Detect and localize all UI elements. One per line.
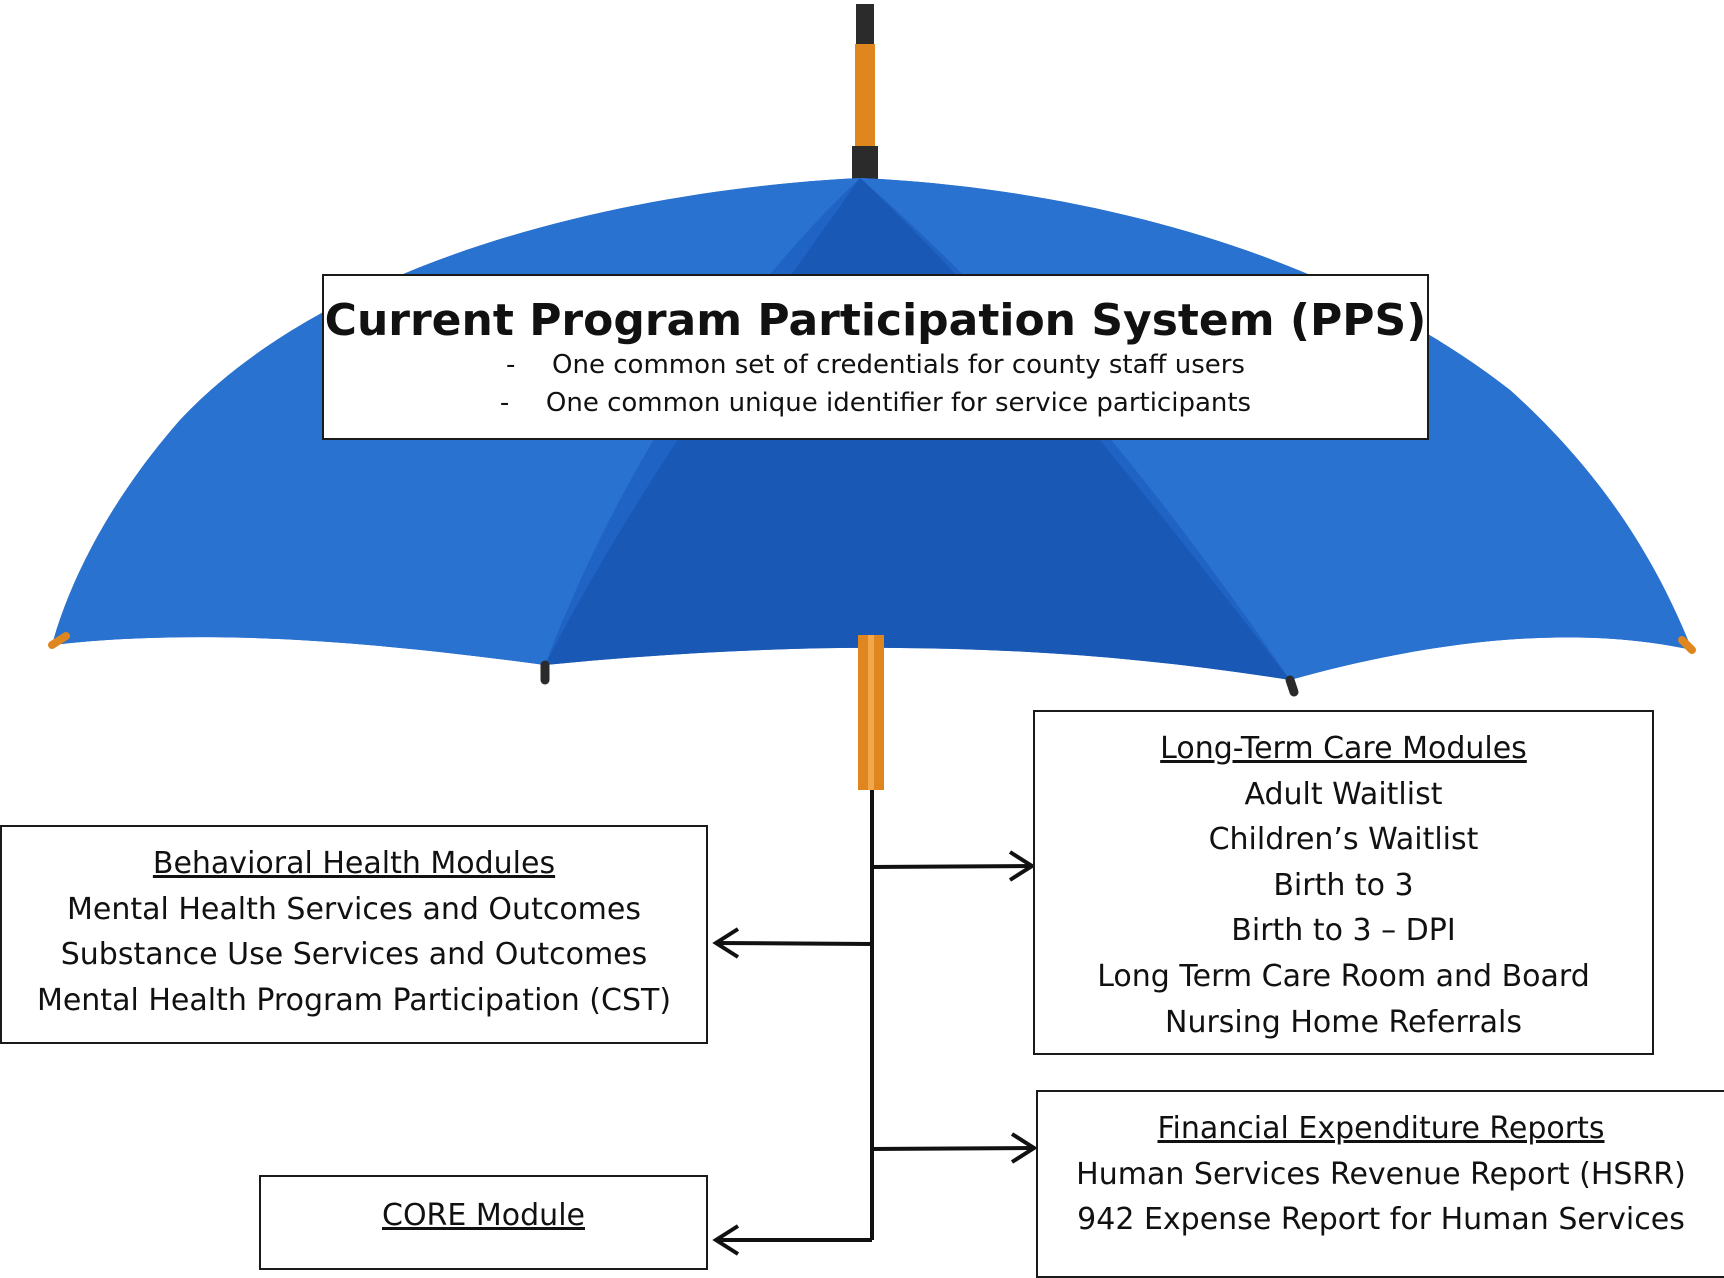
- bullet-marker: -: [499, 388, 510, 418]
- behavioral-health-box: Behavioral Health Modules Mental Health …: [0, 825, 708, 1044]
- umbrella-rib-tip-3: [1285, 675, 1299, 697]
- financial-report-item: 942 Expense Report for Human Services: [1077, 1202, 1685, 1238]
- behavioral-health-item: Substance Use Services and Outcomes: [60, 937, 648, 973]
- arrowhead-core: [712, 1224, 740, 1256]
- connector-to-behavioral-health: [715, 941, 873, 946]
- connector-lines: [712, 790, 1038, 1256]
- financial-reports-heading: Financial Expenditure Reports: [1157, 1111, 1605, 1146]
- pps-bullet: - One common unique identifier for servic…: [324, 384, 1427, 422]
- arrowhead-behavioral-health: [712, 927, 740, 959]
- pps-bullet-text: One common unique identifier for service…: [545, 388, 1252, 418]
- behavioral-health-item: Mental Health Services and Outcomes: [67, 891, 641, 927]
- long-term-care-item: Birth to 3: [1273, 867, 1414, 903]
- umbrella-top-tip: [856, 4, 874, 46]
- behavioral-health-heading: Behavioral Health Modules: [152, 846, 556, 881]
- umbrella-rib-tip-1: [48, 632, 70, 649]
- core-module-heading: CORE Module: [382, 1198, 585, 1233]
- umbrella-shaft-highlight: [868, 635, 874, 790]
- arrowhead-long-term-care: [1008, 850, 1036, 882]
- bullet-marker: -: [506, 350, 516, 380]
- pps-bullet-text: One common set of credentials for county…: [552, 350, 1245, 380]
- pps-box: Current Program Participation System (PP…: [322, 274, 1429, 440]
- behavioral-health-item: Mental Health Program Participation (CST…: [36, 982, 672, 1018]
- core-module-box: CORE Module: [259, 1175, 708, 1270]
- long-term-care-box: Long-Term Care Modules Adult Waitlist Ch…: [1033, 710, 1654, 1055]
- connector-to-long-term-care: [871, 864, 1031, 869]
- umbrella-top-shaft: [855, 44, 875, 150]
- long-term-care-item: Birth to 3 – DPI: [1231, 913, 1456, 949]
- pps-title: Current Program Participation System (PP…: [324, 295, 1427, 346]
- arrowhead-financial: [1010, 1132, 1038, 1164]
- long-term-care-item: Long Term Care Room and Board: [1097, 958, 1590, 994]
- long-term-care-item: Children’s Waitlist: [1208, 822, 1479, 858]
- long-term-care-heading: Long-Term Care Modules: [1160, 731, 1527, 766]
- long-term-care-item: Adult Waitlist: [1244, 776, 1443, 812]
- umbrella-top-ferrule: [852, 146, 878, 180]
- financial-reports-box: Financial Expenditure Reports Human Serv…: [1036, 1090, 1724, 1278]
- long-term-care-item: Nursing Home Referrals: [1165, 1004, 1522, 1040]
- connector-to-financial: [871, 1146, 1033, 1151]
- umbrella-rib-tip-4: [1678, 636, 1696, 654]
- pps-bullet: - One common set of credentials for count…: [324, 346, 1427, 384]
- financial-report-item: Human Services Revenue Report (HSRR): [1076, 1156, 1686, 1192]
